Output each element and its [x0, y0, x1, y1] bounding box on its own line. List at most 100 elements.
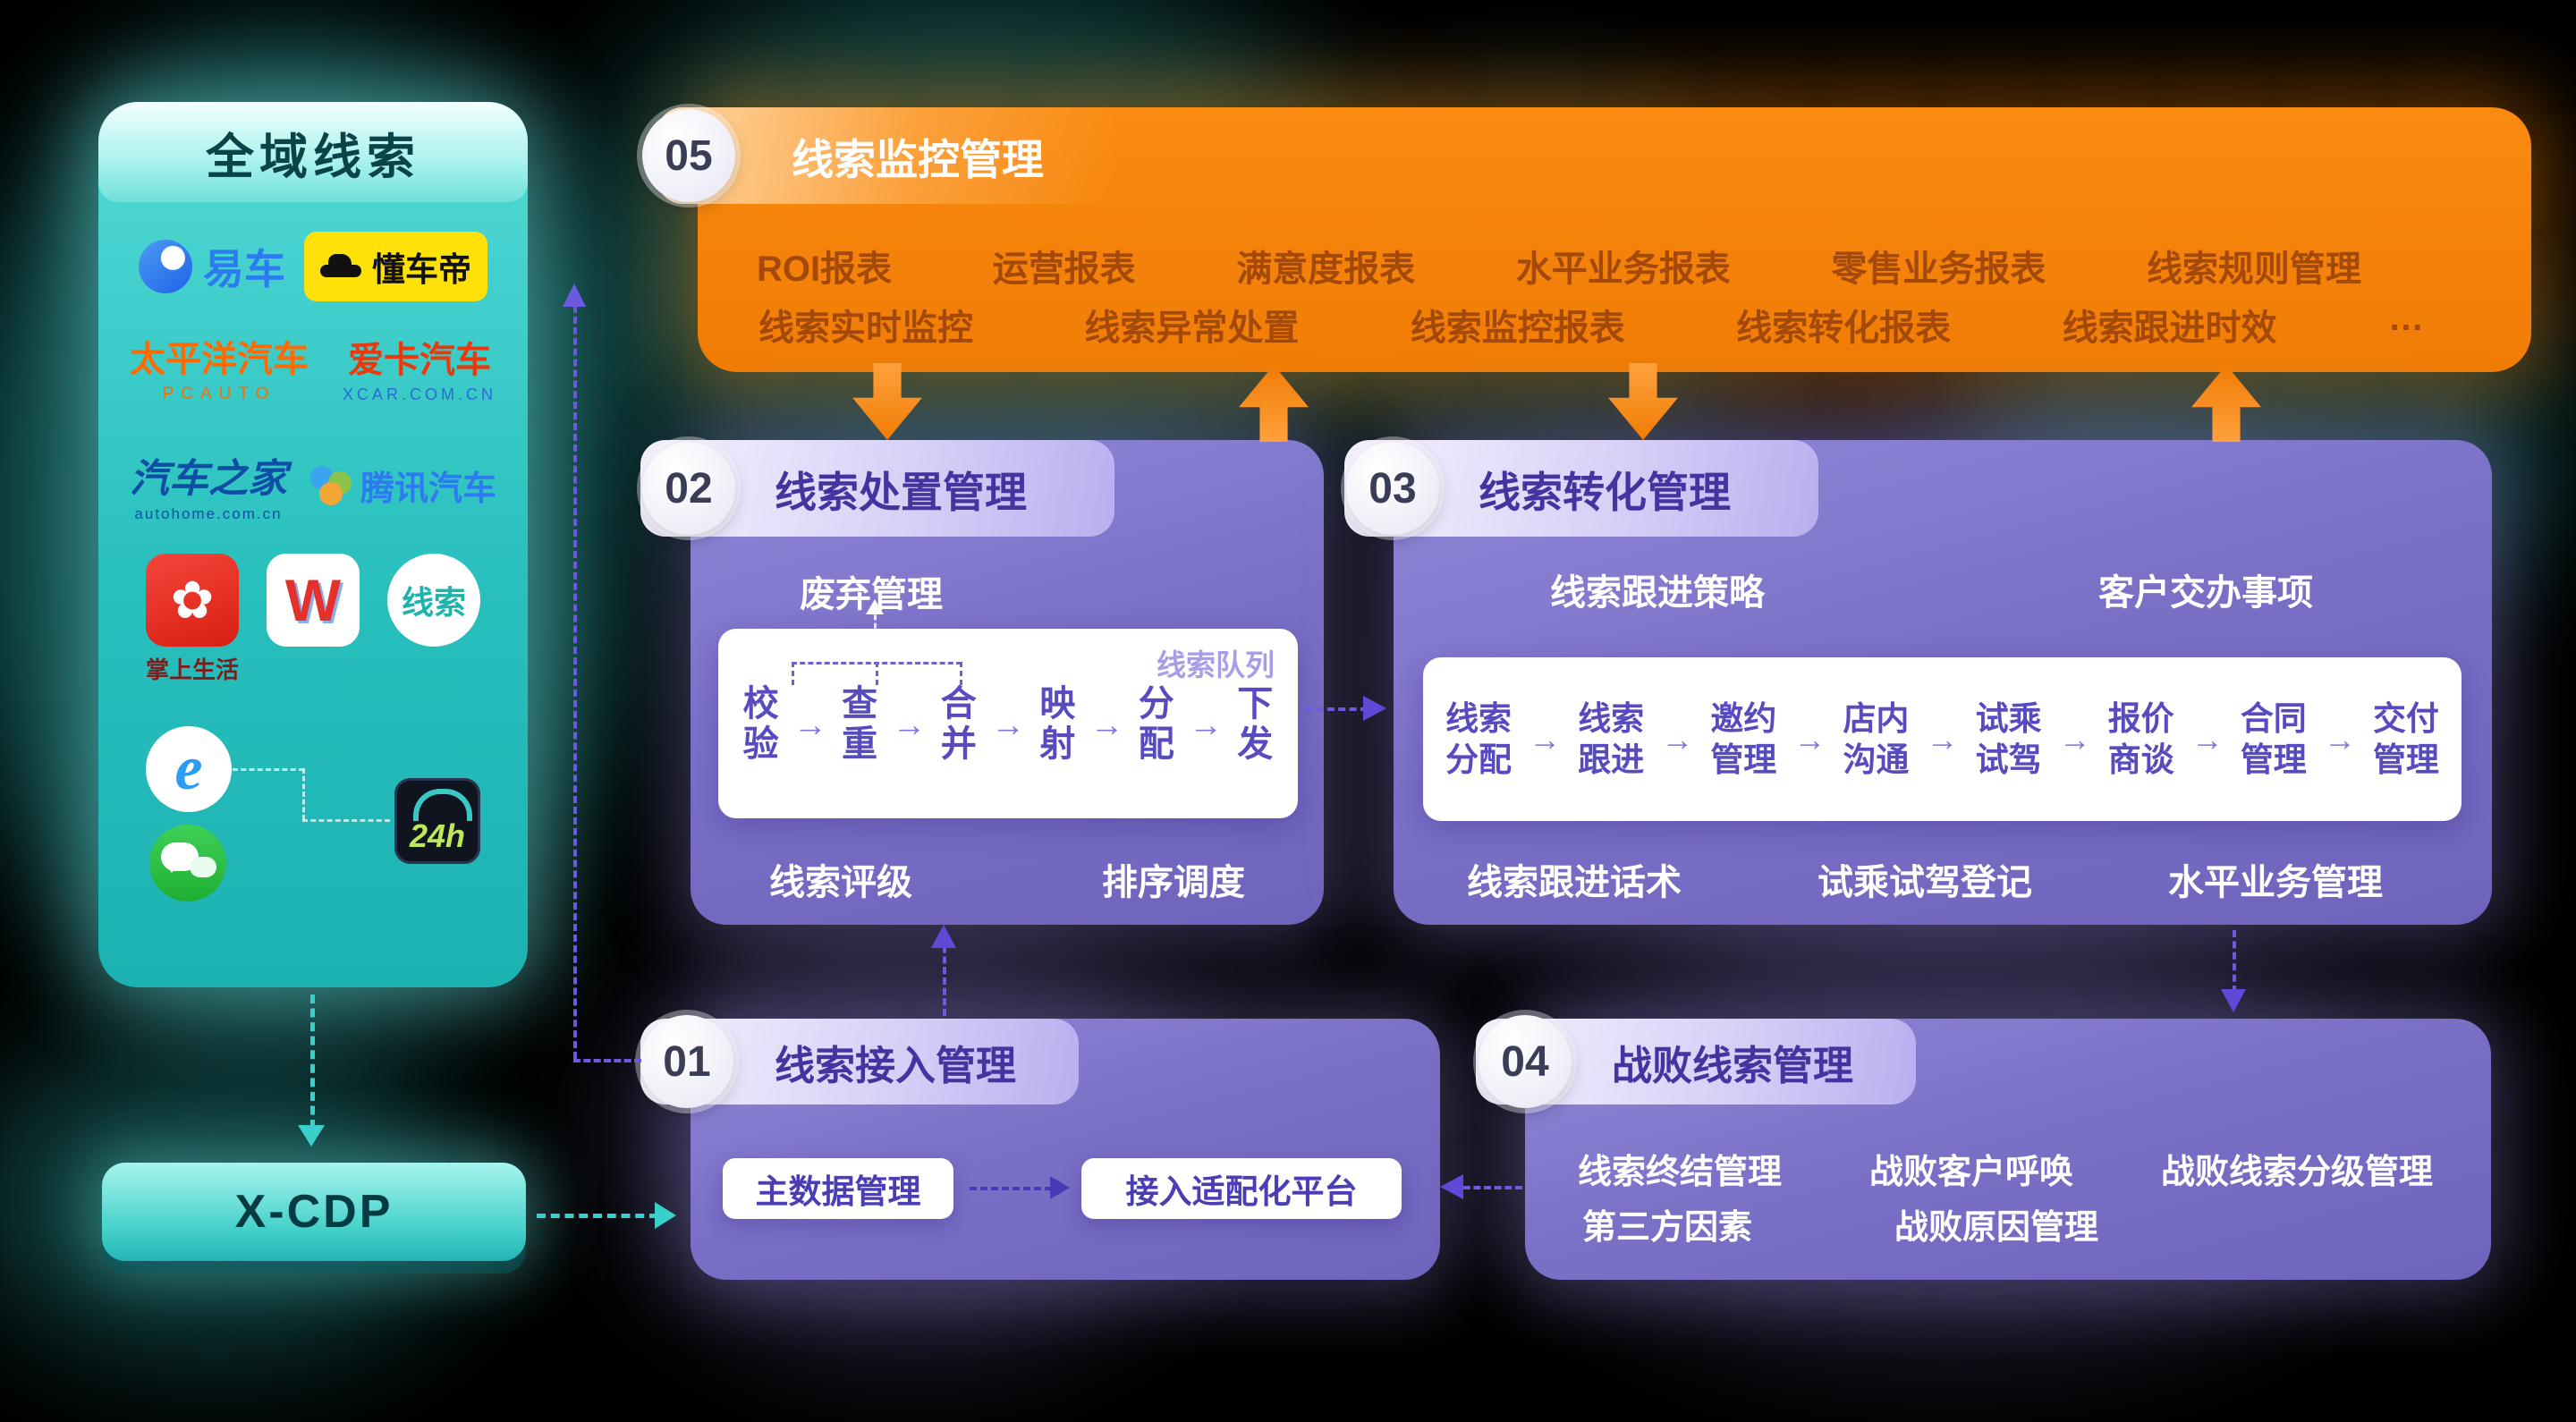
- conversion-step: 线索跟进: [1578, 700, 1645, 778]
- conversion-step: 交付管理: [2372, 700, 2439, 778]
- flow-arrow-icon: →: [1529, 720, 1562, 758]
- flow-arrow-icon: →: [2323, 720, 2356, 758]
- arrow-02-to-05: [1239, 365, 1309, 442]
- arrow-xcdp-to-01: [537, 1214, 658, 1218]
- yiche-label: 易车: [203, 246, 285, 292]
- monitoring-item: 运营报表: [992, 250, 1136, 289]
- lost-lead-item: 战败线索分级管理: [2160, 1154, 2433, 1191]
- queue-step: 映射: [1039, 684, 1076, 764]
- conversion-step: 报价商谈: [2107, 700, 2174, 778]
- queue-step: 下发: [1237, 684, 1274, 764]
- pcauto-sublabel: PCAUTO: [162, 385, 276, 403]
- arrow-right-icon: [1050, 1176, 1081, 1199]
- sort-schedule-label: 排序调度: [1102, 863, 1245, 902]
- lost-lead-item: 战败原因管理: [1894, 1209, 2099, 1247]
- queue-step: 合并: [940, 684, 977, 764]
- pcauto-label: 太平洋汽车: [130, 340, 309, 379]
- tencent-auto-icon: [309, 464, 352, 505]
- monitoring-item: 线索跟进时效: [2062, 309, 2277, 348]
- panel-03-lead-conversion: 线索跟进策略 客户交办事项 线索分配 → 线索跟进 → 邀约管理 → 店内沟通 …: [1394, 440, 2492, 925]
- zhangshang-shenghuo-logo: ✿ 掌上生活: [146, 554, 239, 685]
- queue-step: 分配: [1138, 684, 1174, 764]
- xcar-sublabel: XCAR.COM.CN: [342, 385, 496, 403]
- flow-arrow-icon: →: [1089, 707, 1124, 745]
- follow-up-script-label: 线索跟进话术: [1467, 863, 1682, 902]
- arrow-03-to-04-line: [2233, 930, 2236, 993]
- flow-arrow-icon: →: [1926, 720, 1959, 758]
- arrow-down-icon: [298, 1125, 325, 1160]
- car-icon: [320, 254, 361, 279]
- conversion-step: 店内沟通: [1843, 700, 1910, 778]
- pcauto-logo: 太平洋汽车 PCAUTO: [130, 330, 309, 404]
- panel-05-number-badge: 05: [642, 109, 735, 202]
- flow-arrow-icon: →: [1793, 720, 1826, 758]
- panel-01-number-badge: 01: [640, 1015, 733, 1108]
- monitoring-item: 线索规则管理: [2146, 250, 2361, 289]
- lead-rating-label: 线索评级: [769, 863, 912, 902]
- lost-lead-item: 线索终结管理: [1578, 1154, 1783, 1191]
- queue-step: 查重: [842, 684, 878, 764]
- dashed-bracket: [876, 662, 878, 685]
- monitoring-item: 线索转化报表: [1736, 309, 1952, 348]
- zhangshang-shenghuo-label: 掌上生活: [146, 656, 240, 683]
- xiansuo-badge: 线索: [386, 554, 480, 647]
- lost-lead-item: 第三方因素: [1582, 1209, 1753, 1247]
- flow-arrow-icon: →: [1189, 707, 1224, 745]
- test-drive-register-label: 试乘试驾登记: [1818, 863, 2032, 902]
- arrow-right-icon: [655, 1202, 690, 1229]
- dashed-bracket: [792, 662, 794, 685]
- queue-step: 校验: [742, 684, 779, 764]
- xcdp-button: X-CDP: [102, 1163, 526, 1261]
- dashed-line: [970, 1187, 1052, 1190]
- flow-arrow-icon: →: [2190, 720, 2224, 758]
- yiche-icon: [139, 240, 192, 293]
- flow-arrow-icon: →: [2058, 720, 2091, 758]
- autohome-label: 汽车之家: [130, 457, 287, 501]
- monitoring-item: 零售业务报表: [1831, 250, 2046, 289]
- omni-lead-source-panel: 全域线索 易车 懂车帝 太平洋汽车 PCAUTO 爱卡汽车 XCAR.COM.C…: [98, 102, 528, 987]
- 24h-hotline-icon: 24h: [394, 778, 480, 864]
- wechat-icon: [149, 825, 226, 901]
- flow-arrow-icon: →: [892, 707, 927, 745]
- monitoring-item: ROI报表: [757, 250, 893, 289]
- panel-02-number-badge: 02: [642, 442, 735, 535]
- arrow-03-to-05: [2191, 365, 2261, 442]
- conversion-flow-box: 线索分配 → 线索跟进 → 邀约管理 → 店内沟通 → 试乘试驾 → 报价商谈 …: [1423, 657, 2462, 821]
- arrow-up-icon: [563, 272, 586, 307]
- flower-icon: ✿: [146, 554, 239, 647]
- flow-arrow-icon: →: [792, 707, 827, 745]
- lost-lead-item: 战败客户呼唤: [1868, 1154, 2073, 1191]
- dashed-bracket: [960, 662, 962, 685]
- monitoring-item: 水平业务报表: [1515, 250, 1731, 289]
- autohome-sublabel: autohome.com.cn: [134, 505, 283, 522]
- autohome-logo: 汽车之家 autohome.com.cn: [130, 446, 287, 523]
- conversion-step: 线索分配: [1445, 700, 1513, 778]
- access-adapter-box: 接入适配化平台: [1081, 1158, 1402, 1219]
- arrow-05-to-03: [1608, 363, 1678, 440]
- dongchedi-logo: 懂车帝: [304, 232, 487, 301]
- monitoring-item: 满意度报表: [1236, 250, 1416, 289]
- monitoring-item: 线索实时监控: [758, 309, 973, 348]
- arrow-04-to-01-line: [1453, 1186, 1522, 1189]
- monitoring-item: 线索异常处置: [1084, 309, 1300, 348]
- arrow-05-to-02: [852, 363, 922, 440]
- panel-04-lost-leads: 线索终结管理 战败客户呼唤 战败线索分级管理 第三方因素 战败原因管理: [1525, 1019, 2491, 1280]
- ie-browser-icon: e: [146, 726, 232, 812]
- arrow-sources-to-xcdp: [310, 995, 315, 1129]
- master-data-box: 主数据管理: [723, 1158, 953, 1219]
- monitoring-item: 线索监控报表: [1410, 309, 1625, 348]
- arrow-01-to-05-line: [573, 295, 577, 1059]
- tencent-auto-logo: 腾讯汽车: [309, 461, 496, 510]
- tencent-auto-label: 腾讯汽车: [360, 470, 496, 508]
- flow-arrow-icon: →: [990, 707, 1025, 745]
- panel-04-number-badge: 04: [1479, 1015, 1572, 1108]
- panel-03-number-badge: 03: [1346, 442, 1439, 535]
- conversion-step: 合同管理: [2240, 700, 2307, 778]
- follow-up-strategy-label: 线索跟进策略: [1550, 573, 1765, 613]
- customer-task-label: 客户交办事项: [2098, 573, 2313, 613]
- xcar-logo: 爱卡汽车 XCAR.COM.CN: [343, 331, 496, 404]
- horizontal-business-label: 水平业务管理: [2168, 863, 2383, 902]
- lead-queue-box: 线索队列 校验 → 查重 → 合并 → 映射 → 分配 → 下发: [718, 629, 1298, 818]
- dongchedi-label: 懂车帝: [372, 251, 471, 288]
